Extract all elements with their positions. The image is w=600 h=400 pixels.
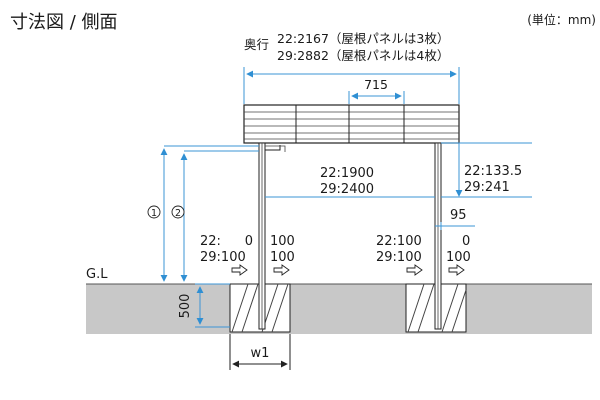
left-post-22-a: 22:	[200, 234, 221, 249]
left-post-29-c: 100	[270, 250, 295, 265]
depth-value-22: 22:2167（屋根パネルは3枚）	[277, 31, 449, 46]
page-title: 寸法図 / 側面	[10, 12, 118, 33]
marker-1: 1	[151, 208, 157, 219]
move-left-arrow-icon-right-post	[406, 264, 423, 276]
post-offset-value: 95	[450, 208, 467, 223]
ground-label: G.L	[86, 267, 108, 282]
left-post-22-c: 100	[270, 234, 295, 249]
depth-value-29: 29:2882（屋根パネルは4枚）	[277, 48, 449, 63]
roof	[243, 104, 460, 144]
post-left	[258, 142, 286, 330]
move-right-arrow-icon	[273, 264, 290, 276]
foundation-depth-value: 500	[178, 294, 193, 319]
marker-2: 2	[175, 208, 181, 219]
foundation-width-value: w1	[251, 346, 270, 361]
move-right-arrow-icon-right-post	[448, 264, 465, 276]
move-left-arrow-icon	[231, 264, 248, 276]
post-right	[434, 142, 442, 330]
ground	[86, 284, 592, 334]
right-post-22-a: 22:100	[376, 234, 422, 249]
right-post-22-c: 0	[462, 234, 470, 249]
marker-1-circle	[147, 205, 161, 219]
height-mid-29: 29:2400	[320, 182, 374, 197]
right-post-29-a: 29:100	[376, 250, 422, 265]
height-mid-22: 22:1900	[320, 166, 374, 181]
left-post-29-a: 29:100	[200, 250, 246, 265]
panel-width-value: 715	[364, 77, 388, 92]
right-post-29-c: 100	[446, 250, 471, 265]
height-right-29: 29:241	[464, 180, 510, 195]
marker-2-circle	[171, 205, 185, 219]
unit-label: (単位：mm)	[527, 12, 596, 27]
height-right-22: 22:133.5	[464, 164, 522, 179]
left-post-22-b: 0	[245, 234, 253, 249]
depth-label: 奥行	[244, 37, 269, 52]
